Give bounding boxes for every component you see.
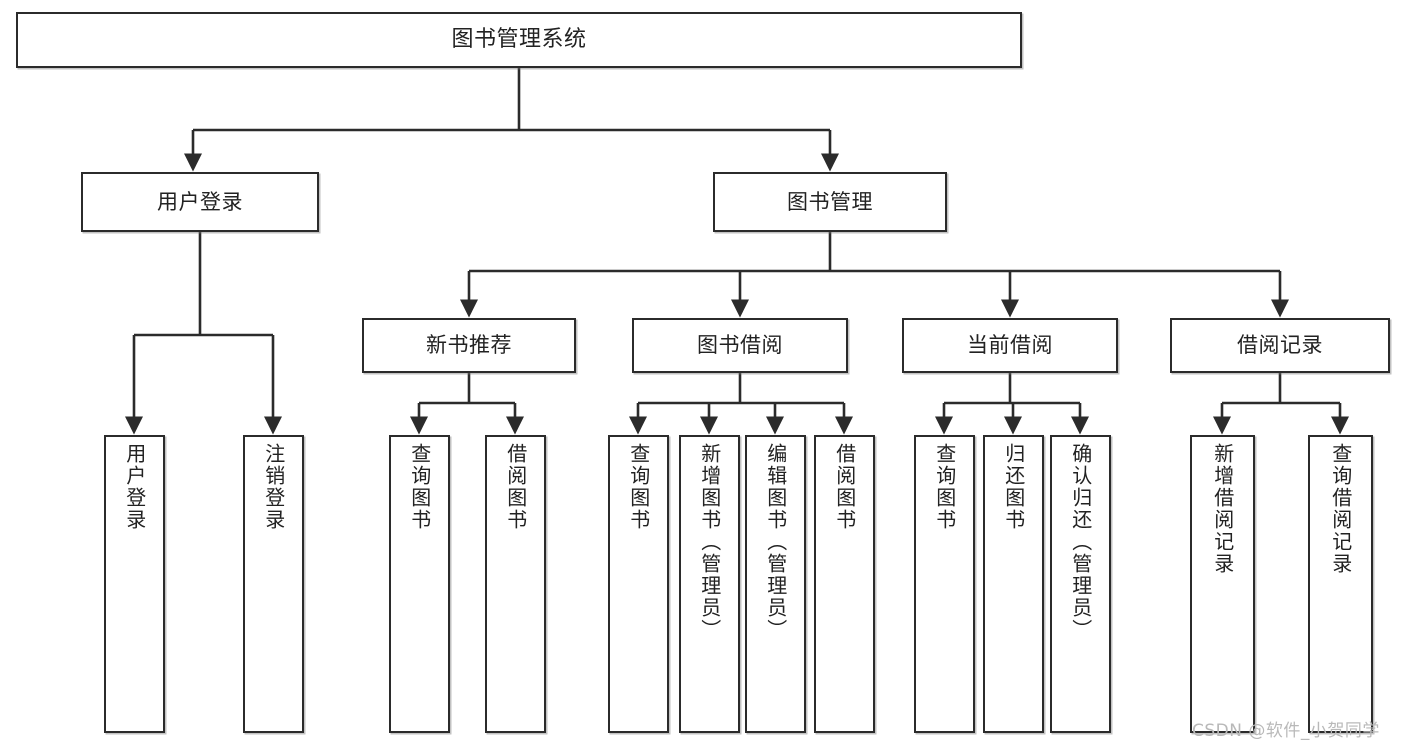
- node-leaf-8-label: 借阅图书: [832, 443, 857, 531]
- node-leaf-13-label: 查询借阅记录: [1328, 443, 1353, 575]
- node-level3-2-label: 图书借阅: [697, 333, 783, 358]
- node-leaf-13[interactable]: 查询借阅记录: [1308, 435, 1373, 733]
- node-root-system-label: 图书管理系统: [451, 27, 587, 53]
- node-level3-2[interactable]: 图书借阅: [632, 318, 848, 373]
- node-leaf-5[interactable]: 查询图书: [608, 435, 669, 733]
- node-leaf-2[interactable]: 注销登录: [243, 435, 304, 733]
- node-leaf-1[interactable]: 用户登录: [104, 435, 165, 733]
- node-level2-1[interactable]: 用户登录: [81, 172, 319, 232]
- node-leaf-1-label: 用户登录: [122, 443, 147, 531]
- node-level3-1-label: 新书推荐: [426, 333, 512, 358]
- node-level3-4[interactable]: 借阅记录: [1170, 318, 1390, 373]
- node-leaf-10[interactable]: 归还图书: [983, 435, 1044, 733]
- node-leaf-12-label: 新增借阅记录: [1210, 443, 1235, 575]
- node-leaf-12[interactable]: 新增借阅记录: [1190, 435, 1255, 733]
- node-level2-2-label: 图书管理: [787, 189, 873, 214]
- node-level3-4-label: 借阅记录: [1237, 333, 1323, 358]
- node-leaf-9-label: 查询图书: [932, 443, 957, 531]
- csdn-watermark: CSDN @软件_小贺同学: [1192, 721, 1380, 741]
- node-leaf-4[interactable]: 借阅图书: [485, 435, 546, 733]
- node-leaf-11[interactable]: 确认归还（管理员）: [1050, 435, 1111, 733]
- node-leaf-10-label: 归还图书: [1001, 443, 1026, 531]
- node-leaf-3[interactable]: 查询图书: [389, 435, 450, 733]
- node-leaf-11-label: 确认归还（管理员）: [1068, 443, 1093, 641]
- node-level2-1-label: 用户登录: [157, 189, 243, 214]
- node-root-system[interactable]: 图书管理系统: [16, 12, 1022, 68]
- node-leaf-9[interactable]: 查询图书: [914, 435, 975, 733]
- node-leaf-4-label: 借阅图书: [503, 443, 528, 531]
- node-leaf-8[interactable]: 借阅图书: [814, 435, 875, 733]
- node-leaf-5-label: 查询图书: [626, 443, 651, 531]
- node-level2-2[interactable]: 图书管理: [713, 172, 947, 232]
- node-leaf-2-label: 注销登录: [261, 443, 286, 531]
- node-leaf-3-label: 查询图书: [407, 443, 432, 531]
- node-level3-1[interactable]: 新书推荐: [362, 318, 576, 373]
- node-leaf-6-label: 新增图书（管理员）: [697, 443, 722, 641]
- node-leaf-7[interactable]: 编辑图书（管理员）: [745, 435, 806, 733]
- node-leaf-6[interactable]: 新增图书（管理员）: [679, 435, 740, 733]
- node-level3-3-label: 当前借阅: [967, 333, 1053, 358]
- node-leaf-7-label: 编辑图书（管理员）: [763, 443, 788, 641]
- node-level3-3[interactable]: 当前借阅: [902, 318, 1118, 373]
